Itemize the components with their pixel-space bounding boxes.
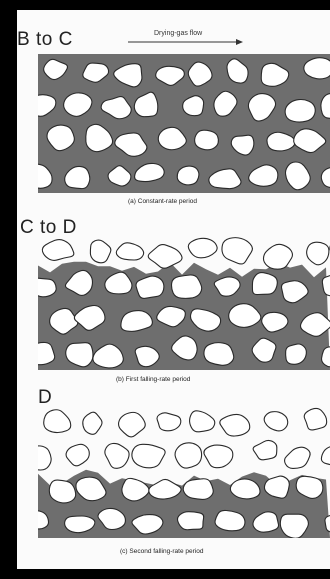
particle-c <box>321 446 330 467</box>
particle-c <box>66 444 89 466</box>
particle-b <box>172 275 202 298</box>
particle-c <box>220 414 250 436</box>
particle-c <box>177 512 203 530</box>
panel-label-b-to-c: B to C <box>17 30 73 49</box>
particle-bed-c <box>38 404 330 538</box>
caption-b: (b) First falling-rate period <box>116 376 190 383</box>
particle-a <box>195 130 219 150</box>
particle-b <box>148 245 182 269</box>
particle-c <box>285 447 311 468</box>
particle-c <box>105 443 129 468</box>
particle-b <box>286 344 307 364</box>
particle-c <box>44 410 71 433</box>
particle-bed-b <box>38 236 330 370</box>
particle-c <box>183 479 213 500</box>
particle-c <box>157 413 181 431</box>
particle-c <box>83 412 102 434</box>
particle-c <box>38 446 51 470</box>
particle-a <box>177 166 199 185</box>
particle-c <box>49 480 75 503</box>
particle-b <box>38 278 56 297</box>
particle-b <box>90 240 110 263</box>
particle-b <box>42 240 74 261</box>
figure-paper: B to C Drying-gas flow (a) Constant-rate… <box>17 10 330 569</box>
particle-b <box>204 343 234 366</box>
particle-bed-a <box>38 54 330 193</box>
caption-c: (c) Second falling-rate period <box>120 548 203 555</box>
particle-c <box>190 411 215 432</box>
particle-c <box>119 412 146 437</box>
particle-a <box>285 100 315 123</box>
particle-b <box>116 243 143 260</box>
caption-a: (a) Constant-rate period <box>128 198 197 205</box>
particle-b <box>222 238 252 264</box>
particle-b <box>188 238 217 258</box>
particle-c <box>204 445 233 468</box>
particle-c <box>132 444 165 468</box>
particle-c <box>175 443 202 468</box>
flow-arrow-icon <box>128 38 243 46</box>
panel-label-c-to-d: C to D <box>20 218 77 237</box>
particle-c <box>215 510 245 530</box>
particle-b <box>252 273 277 295</box>
particle-b <box>263 244 292 269</box>
particle-c <box>253 440 277 459</box>
particle-c <box>304 408 326 430</box>
particle-b <box>307 242 329 265</box>
drying-gas-flow-label: Drying-gas flow <box>154 30 202 37</box>
particle-c <box>264 412 288 431</box>
particle-c <box>149 479 181 499</box>
